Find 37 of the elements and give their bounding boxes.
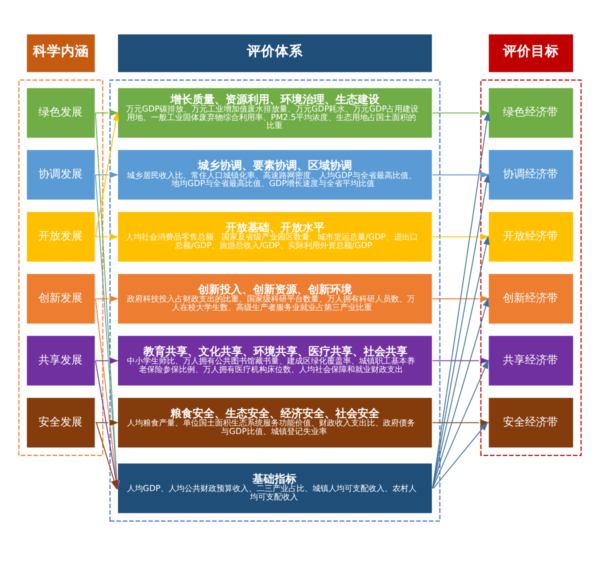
node-box: 增长质量、资源利用、环境治理、生态建设 万元GDP碳排放、万元工业增加值废水排放量、万元GDP耗水、万元GDP占用建设用地、一般工业固体废弃物综合利用率、PM2.5平均浓度、生态用地占国土面积的比重 xyxy=(116,86,434,140)
node-box: 评价目标 xyxy=(487,32,574,74)
node-box: 评价体系 xyxy=(116,32,434,74)
arrow xyxy=(433,422,488,489)
node-box: 绿色发展 xyxy=(26,86,96,140)
node-box: 共享经济带 xyxy=(487,334,574,387)
node-box: 开放经济带 xyxy=(487,210,574,263)
node-box: 科学内涵 xyxy=(26,32,96,74)
node-box: 基础指标 人均GDP、人均公共财政预算收入、二三产业占比、城镇人均可支配收入、农村人均可支配收入 xyxy=(116,462,434,514)
node-box: 城乡协调、要素协调、区域协调 城乡居民收入比、常住人口城镇化率、高速路网密度、人均GDP与全省最高比值、地均GDP与全省最高比值、GDP增长速度与全省平均比值 xyxy=(116,148,434,202)
arrow xyxy=(95,110,119,116)
arrow xyxy=(96,422,118,490)
node-box: 协调经济带 xyxy=(487,148,574,202)
node-box: 开放基础、开放水平 人均社会消费品零售总额、国家及省级产业园区数量、城市货运总量/GDP、进出口总额/GDP、旅游总收入/GDP、实际利用外资总额/GDP xyxy=(116,210,434,263)
node-box: 创新发展 xyxy=(26,272,96,325)
node-box: 安全发展 xyxy=(26,396,96,449)
arrow xyxy=(432,172,490,178)
node-box: 共享发展 xyxy=(26,334,96,387)
arrow xyxy=(95,419,119,426)
arrow xyxy=(432,358,490,364)
arrow xyxy=(432,110,490,116)
arrow xyxy=(432,296,490,302)
arrow xyxy=(95,172,119,178)
cluster xyxy=(18,80,104,456)
arrow xyxy=(95,234,119,240)
arrow xyxy=(95,112,120,238)
arrow xyxy=(432,234,490,240)
node-box: 安全经济带 xyxy=(487,396,574,449)
node-box: 粮食安全、生态安全、经济安全、社会安全 人均粮食产量、单位国土面积生态系统服务功能价值、财政收入支出比、政府债务与GDP比值、城镇登记失业率 xyxy=(116,396,434,449)
node-box: 教育共享、文化共享、环境共享、医疗共享、社会共享 中小学生师比、万人拥有公共图书馆藏书量、建成区绿化覆盖率、城镇职工基本养老保险参保比例、万人拥有医疗机构床位数、人均社会保障和就业财政支出 xyxy=(116,334,434,387)
node-box: 创新投入、创新资源、创新环境 政府科技投入占财政支出的比重、国家级科研平台数量、万人拥有科研人员数、万人在校大学生数、高级生产者服务业就业占第三产业比重 xyxy=(116,272,434,325)
node-box: 开放发展 xyxy=(26,210,96,263)
arrow xyxy=(95,296,119,302)
node-box: 创新经济带 xyxy=(487,272,574,325)
arrow xyxy=(95,358,119,364)
node-box: 绿色经济带 xyxy=(487,86,574,140)
node-box: 协调发展 xyxy=(26,148,96,202)
